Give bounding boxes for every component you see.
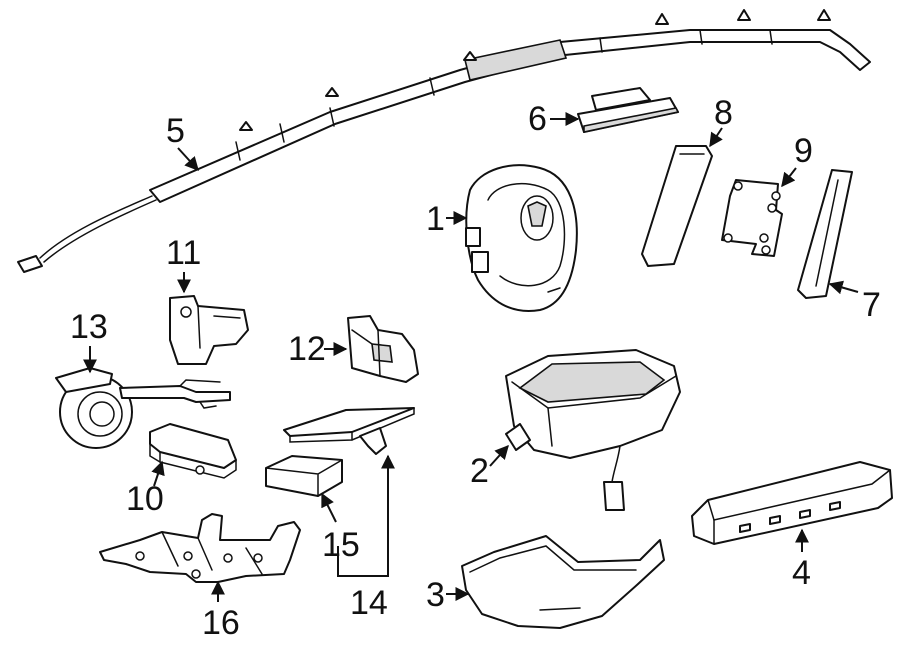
callout-3: 3 bbox=[426, 576, 470, 614]
part-12-sensor-bracket[interactable] bbox=[347, 315, 419, 383]
part-1-driver-airbag[interactable] bbox=[465, 164, 578, 312]
callout-15-leader bbox=[321, 492, 337, 523]
part-3-airbag-cover[interactable] bbox=[461, 535, 665, 629]
part-2-passenger-airbag[interactable] bbox=[505, 349, 681, 511]
callout-14-leader bbox=[337, 454, 395, 577]
part-15-module[interactable] bbox=[265, 455, 343, 497]
callout-10-number: 10 bbox=[126, 480, 164, 518]
part-11-impact-sensor[interactable] bbox=[169, 295, 249, 365]
callout-14-number: 14 bbox=[350, 584, 388, 622]
part-5-curtain-airbag[interactable] bbox=[17, 9, 871, 273]
callout-16: 16 bbox=[202, 580, 240, 642]
callout-10-leader bbox=[151, 460, 165, 487]
callout-13-number: 13 bbox=[70, 308, 108, 346]
callout-6-number: 6 bbox=[528, 100, 547, 138]
callout-4: 4 bbox=[792, 528, 811, 592]
callout-9: 9 bbox=[781, 132, 813, 188]
part-4-knee-airbag[interactable] bbox=[691, 461, 893, 545]
part-9-mounting-plate[interactable] bbox=[721, 179, 783, 257]
callout-7: 7 bbox=[828, 280, 881, 324]
callout-9-leader bbox=[781, 167, 797, 188]
callout-4-number: 4 bbox=[792, 554, 811, 592]
callout-16-number: 16 bbox=[202, 604, 240, 642]
callout-14: 14 bbox=[337, 454, 395, 622]
callout-2-number: 2 bbox=[470, 452, 489, 490]
part-6-bracket[interactable] bbox=[577, 87, 680, 133]
callout-10: 10 bbox=[126, 460, 165, 518]
part-8-trim-cover[interactable] bbox=[641, 145, 713, 267]
callout-2: 2 bbox=[470, 444, 509, 490]
part-13-clockspring[interactable] bbox=[55, 367, 231, 449]
callout-12-number: 12 bbox=[288, 330, 326, 368]
callout-2-leader bbox=[489, 444, 509, 467]
part-7-side-airbag[interactable] bbox=[797, 169, 853, 299]
callout-11-number: 11 bbox=[166, 234, 201, 272]
callout-3-number: 3 bbox=[426, 576, 445, 614]
callout-13: 13 bbox=[70, 308, 108, 374]
callout-8-leader bbox=[709, 127, 723, 148]
callout-5: 5 bbox=[166, 112, 199, 172]
part-10-sensing-module[interactable] bbox=[149, 423, 237, 479]
callout-7-leader bbox=[828, 280, 859, 295]
callout-6: 6 bbox=[528, 100, 580, 138]
callout-8-number: 8 bbox=[714, 94, 733, 132]
callout-5-leader bbox=[177, 147, 199, 172]
callout-9-number: 9 bbox=[794, 132, 813, 170]
callout-15-number: 15 bbox=[322, 526, 360, 564]
part-14-knee-airbag-panel[interactable] bbox=[283, 407, 415, 455]
callout-11: 11 bbox=[166, 234, 201, 294]
callout-5-number: 5 bbox=[166, 112, 185, 150]
callout-15: 15 bbox=[321, 492, 360, 564]
callout-1-number: 1 bbox=[426, 200, 445, 238]
callout-8: 8 bbox=[709, 94, 733, 148]
callout-1: 1 bbox=[426, 200, 468, 238]
part-16-bracket-plate[interactable] bbox=[99, 513, 301, 583]
callout-7-number: 7 bbox=[862, 286, 881, 324]
callout-12: 12 bbox=[288, 330, 348, 368]
